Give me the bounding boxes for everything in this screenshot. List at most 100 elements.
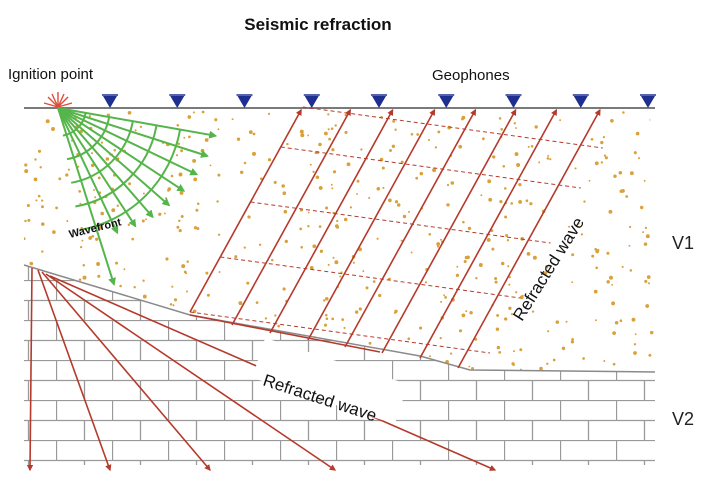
sand-speck (593, 289, 598, 294)
sand-speck (283, 209, 288, 214)
sand-speck (590, 137, 594, 141)
sand-speck (603, 360, 606, 362)
sand-speck (506, 239, 510, 242)
sand-speck (185, 290, 189, 293)
sand-speck (439, 336, 442, 340)
sand-speck (267, 158, 272, 162)
sand-speck (273, 180, 277, 184)
layer-2-velocity-label: V2 (672, 409, 694, 429)
sand-speck (93, 189, 95, 191)
sand-speck (552, 358, 556, 362)
sand-speck (494, 280, 498, 284)
sand-speck (574, 167, 577, 170)
sand-speck (178, 229, 182, 233)
sand-speck (26, 203, 30, 208)
sand-speck (505, 234, 509, 237)
sand-speck (619, 319, 623, 323)
sand-speck (649, 118, 654, 122)
sand-speck (142, 294, 147, 299)
sand-speck (247, 215, 251, 219)
sand-speck (24, 169, 29, 174)
wavefront-arc (75, 125, 158, 208)
sand-speck (217, 233, 221, 236)
sand-speck (518, 199, 523, 204)
sand-speck (446, 203, 450, 207)
refracted-wavefront-dashed (189, 311, 491, 354)
sand-speck (200, 148, 205, 153)
sand-speck (621, 265, 624, 268)
sand-speck (29, 261, 34, 266)
sand-speck (428, 233, 432, 236)
sand-speck (339, 275, 342, 278)
sand-speck (525, 199, 529, 203)
sand-speck (196, 227, 200, 231)
refracted-wavefront-dashed (280, 146, 581, 189)
sand-speck (52, 230, 56, 234)
sand-speck (67, 168, 70, 171)
sand-speck (391, 144, 396, 148)
sand-speck (236, 137, 241, 141)
sand-speck (259, 177, 263, 180)
sand-speck (299, 227, 303, 231)
sand-speck (456, 265, 459, 268)
sand-speck (201, 110, 205, 114)
sand-speck (500, 261, 505, 266)
sand-speck (614, 320, 619, 325)
sand-speck (41, 250, 44, 253)
sand-speck (88, 115, 91, 118)
sand-speck (400, 239, 403, 242)
sand-speck (640, 205, 644, 210)
sand-speck (192, 158, 197, 163)
sand-speck (332, 256, 335, 259)
sand-speck (468, 365, 471, 368)
sand-speck (323, 299, 326, 302)
sand-speck (594, 319, 597, 322)
sand-speck (169, 303, 173, 306)
geophones-label: Geophones (432, 67, 510, 84)
diagram-title: Seismic refraction (244, 15, 391, 34)
sand-speck (555, 320, 560, 324)
sand-speck (318, 142, 322, 147)
sand-speck (255, 301, 259, 304)
sand-speck (496, 313, 500, 317)
sand-speck (583, 200, 586, 203)
sand-speck (217, 173, 221, 177)
sand-speck (642, 231, 645, 234)
sand-speck (319, 249, 324, 253)
sand-speck (41, 199, 44, 202)
sand-speck (328, 137, 332, 141)
sand-speck (343, 217, 348, 222)
sand-speck (65, 173, 69, 177)
sand-speck (312, 170, 315, 173)
sand-speck (327, 128, 330, 131)
sand-speck (461, 117, 464, 121)
wavefront-arc (79, 129, 182, 232)
refracted-ray (189, 108, 302, 313)
sand-speck (55, 206, 59, 210)
sand-speck (205, 271, 209, 275)
refracted-ray (381, 108, 517, 354)
sand-speck (634, 333, 637, 336)
sand-speck (410, 133, 414, 136)
sand-speck (508, 283, 511, 286)
sand-speck (612, 331, 616, 335)
refracted-wavefront-dashed (220, 256, 521, 299)
sand-speck (606, 251, 610, 255)
sand-speck (324, 131, 328, 136)
sand-speck (611, 301, 616, 306)
sand-speck (545, 265, 549, 269)
sand-speck (97, 274, 101, 278)
sand-speck (344, 130, 348, 134)
sand-speck (455, 273, 460, 278)
sand-speck (300, 133, 305, 138)
sand-speck (184, 272, 188, 275)
sand-speck (407, 337, 411, 341)
sand-speck (652, 167, 655, 171)
sand-speck (436, 242, 441, 246)
sand-speck (209, 164, 212, 167)
sand-speck (388, 198, 392, 203)
sand-speck (352, 261, 355, 264)
refracted-wave-lower-label-bg (252, 337, 408, 425)
refracted-ray (457, 108, 601, 369)
sand-speck (512, 363, 515, 367)
